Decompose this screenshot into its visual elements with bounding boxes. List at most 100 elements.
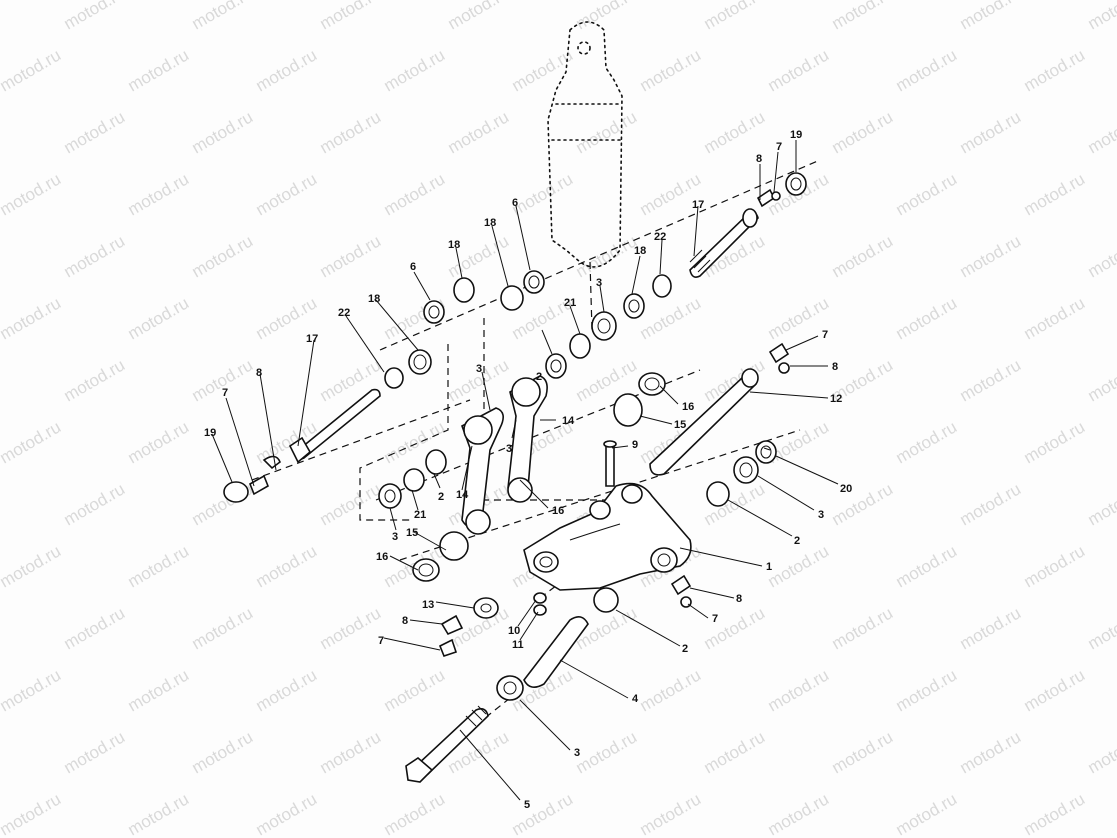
callout-3: 3 xyxy=(476,363,482,375)
callout-2: 2 xyxy=(794,535,800,547)
watermark-text: motod.ru xyxy=(125,45,193,95)
callout-5: 5 xyxy=(524,799,530,811)
watermark-text: motod.ru xyxy=(445,107,513,157)
watermark-text: motod.ru xyxy=(189,0,257,33)
right-bushings xyxy=(706,440,777,507)
leader-lines xyxy=(211,140,839,801)
watermark-text: motod.ru xyxy=(637,45,705,95)
callout-8: 8 xyxy=(756,153,762,165)
watermark-text: motod.ru xyxy=(637,169,705,219)
callout-17: 17 xyxy=(306,333,318,345)
callout-2: 2 xyxy=(536,371,542,383)
callout-8: 8 xyxy=(832,361,838,373)
callout-18: 18 xyxy=(484,217,496,229)
watermark-text: motod.ru xyxy=(0,45,64,95)
watermark-text: motod.ru xyxy=(1085,231,1117,281)
callout-2: 2 xyxy=(438,491,444,503)
callout-22: 22 xyxy=(654,231,666,243)
watermark-text: motod.ru xyxy=(701,0,769,33)
watermark-text: motod.ru xyxy=(61,0,129,33)
callout-3: 3 xyxy=(596,277,602,289)
watermark-text: motod.ru xyxy=(1085,355,1117,405)
watermark-text: motod.ru xyxy=(381,169,449,219)
watermark-text: motod.ru xyxy=(189,727,257,777)
watermark-text: motod.ru xyxy=(0,417,64,467)
watermark-text: motod.ru xyxy=(1021,417,1089,467)
watermark-text: motod.ru xyxy=(125,789,193,838)
callout-14: 14 xyxy=(562,415,575,427)
callout-18: 18 xyxy=(448,239,460,251)
watermark-text: motod.ru xyxy=(893,293,961,343)
callout-21: 21 xyxy=(414,509,426,521)
callout-3: 3 xyxy=(818,509,824,521)
shock-absorber-outline xyxy=(547,21,623,268)
watermark-text: motod.ru xyxy=(1085,727,1117,777)
callout-6: 6 xyxy=(410,261,416,273)
watermark-text: motod.ru xyxy=(829,231,897,281)
watermark-text: motod.ru xyxy=(253,45,321,95)
watermark-text: motod.ru xyxy=(61,603,129,653)
watermark-text: motod.ru xyxy=(61,479,129,529)
watermark-text: motod.ru xyxy=(253,665,321,715)
watermark-text: motod.ru xyxy=(509,169,577,219)
watermark-text: motod.ru xyxy=(1085,603,1117,653)
watermark-text: motod.ru xyxy=(765,417,833,467)
callout-12: 12 xyxy=(830,393,842,405)
watermark-text: motod.ru xyxy=(1021,169,1089,219)
watermark-text: motod.ru xyxy=(381,45,449,95)
watermark-text: motod.ru xyxy=(829,727,897,777)
watermark-text: motod.ru xyxy=(317,603,385,653)
watermark-text: motod.ru xyxy=(573,0,641,33)
callout-8: 8 xyxy=(402,615,408,627)
watermark-text: motod.ru xyxy=(61,355,129,405)
watermark-text: motod.ru xyxy=(765,45,833,95)
watermark-text: motod.ru xyxy=(0,293,64,343)
callout-18: 18 xyxy=(368,293,380,305)
watermark-text: motod.ru xyxy=(957,0,1025,33)
watermark-text: motod.ru xyxy=(0,789,64,838)
callout-7: 7 xyxy=(822,329,828,341)
watermark-text: motod.ru xyxy=(317,107,385,157)
watermark-text: motod.ru xyxy=(893,541,961,591)
callout-14: 14 xyxy=(456,489,469,501)
shaft-12 xyxy=(649,368,759,476)
watermark-text: motod.ru xyxy=(957,479,1025,529)
callout-2: 2 xyxy=(682,643,688,655)
watermark-text: motod.ru xyxy=(1021,541,1089,591)
watermark-text: motod.ru xyxy=(381,789,449,838)
watermark-text: motod.ru xyxy=(1085,479,1117,529)
watermark-text: motod.ru xyxy=(189,231,257,281)
callout-3: 3 xyxy=(392,531,398,543)
callout-6: 6 xyxy=(512,197,518,209)
watermark-text: motod.ru xyxy=(829,107,897,157)
watermark-text: motod.ru xyxy=(317,727,385,777)
watermark-text: motod.ru xyxy=(125,541,193,591)
upper-right-nipple-cap xyxy=(756,172,807,208)
watermark-text: motod.ru xyxy=(61,107,129,157)
watermark-text: motod.ru xyxy=(125,665,193,715)
watermark-text: motod.ru xyxy=(0,541,64,591)
left-bolt xyxy=(288,349,432,464)
connecting-arms xyxy=(461,375,548,535)
watermark-text: motod.ru xyxy=(765,541,833,591)
watermark-text: motod.ru xyxy=(61,231,129,281)
callout-1: 1 xyxy=(766,561,772,573)
watermark-text: motod.ru xyxy=(957,231,1025,281)
watermark-text: motod.ru xyxy=(957,603,1025,653)
callout-3: 3 xyxy=(574,747,580,759)
callout-17: 17 xyxy=(692,199,704,211)
callout-18: 18 xyxy=(634,245,646,257)
watermark-text: motod.ru xyxy=(893,45,961,95)
watermark-text: motod.ru xyxy=(253,169,321,219)
watermark-text: motod.ru xyxy=(893,789,961,838)
relay-arm xyxy=(523,482,692,591)
arm-bushings xyxy=(378,372,666,582)
watermark-text: motod.ru xyxy=(637,789,705,838)
watermark-text: motod.ru xyxy=(317,231,385,281)
callout-11: 11 xyxy=(512,639,524,651)
watermark-text: motod.ru xyxy=(1021,293,1089,343)
callout-13: 13 xyxy=(422,599,434,611)
